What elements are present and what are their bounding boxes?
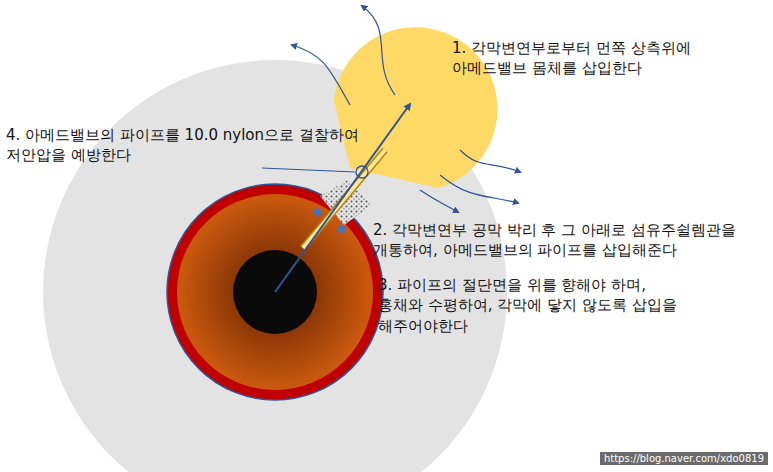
watermark: https://blog.naver.com/xdo0819 [600,452,768,465]
canal-marker [313,207,323,217]
flow-arrow [292,6,520,212]
step-note: 1. 각막변연부로부터 먼쪽 상측위에 아메드밸브 몸체를 삽입한다 [452,38,768,79]
leader-line [262,168,355,172]
valve-pipe [303,150,385,248]
step-note: 4. 아메드밸브의 파이프를 10.0 nylon으로 결찰하여 저안압을 예방… [6,125,378,166]
valve-pipe [303,150,385,248]
canal-marker [337,224,347,234]
step-note: 3. 파이프의 절단면을 위를 향해야 하며, 홍채와 수평하여, 각막에 닿지… [378,275,690,336]
step-note: 2. 각막변연부 공막 박리 후 그 아래로 섬유주쉴렘관을 개통하여, 아메드… [373,220,741,261]
ligature [356,166,368,178]
